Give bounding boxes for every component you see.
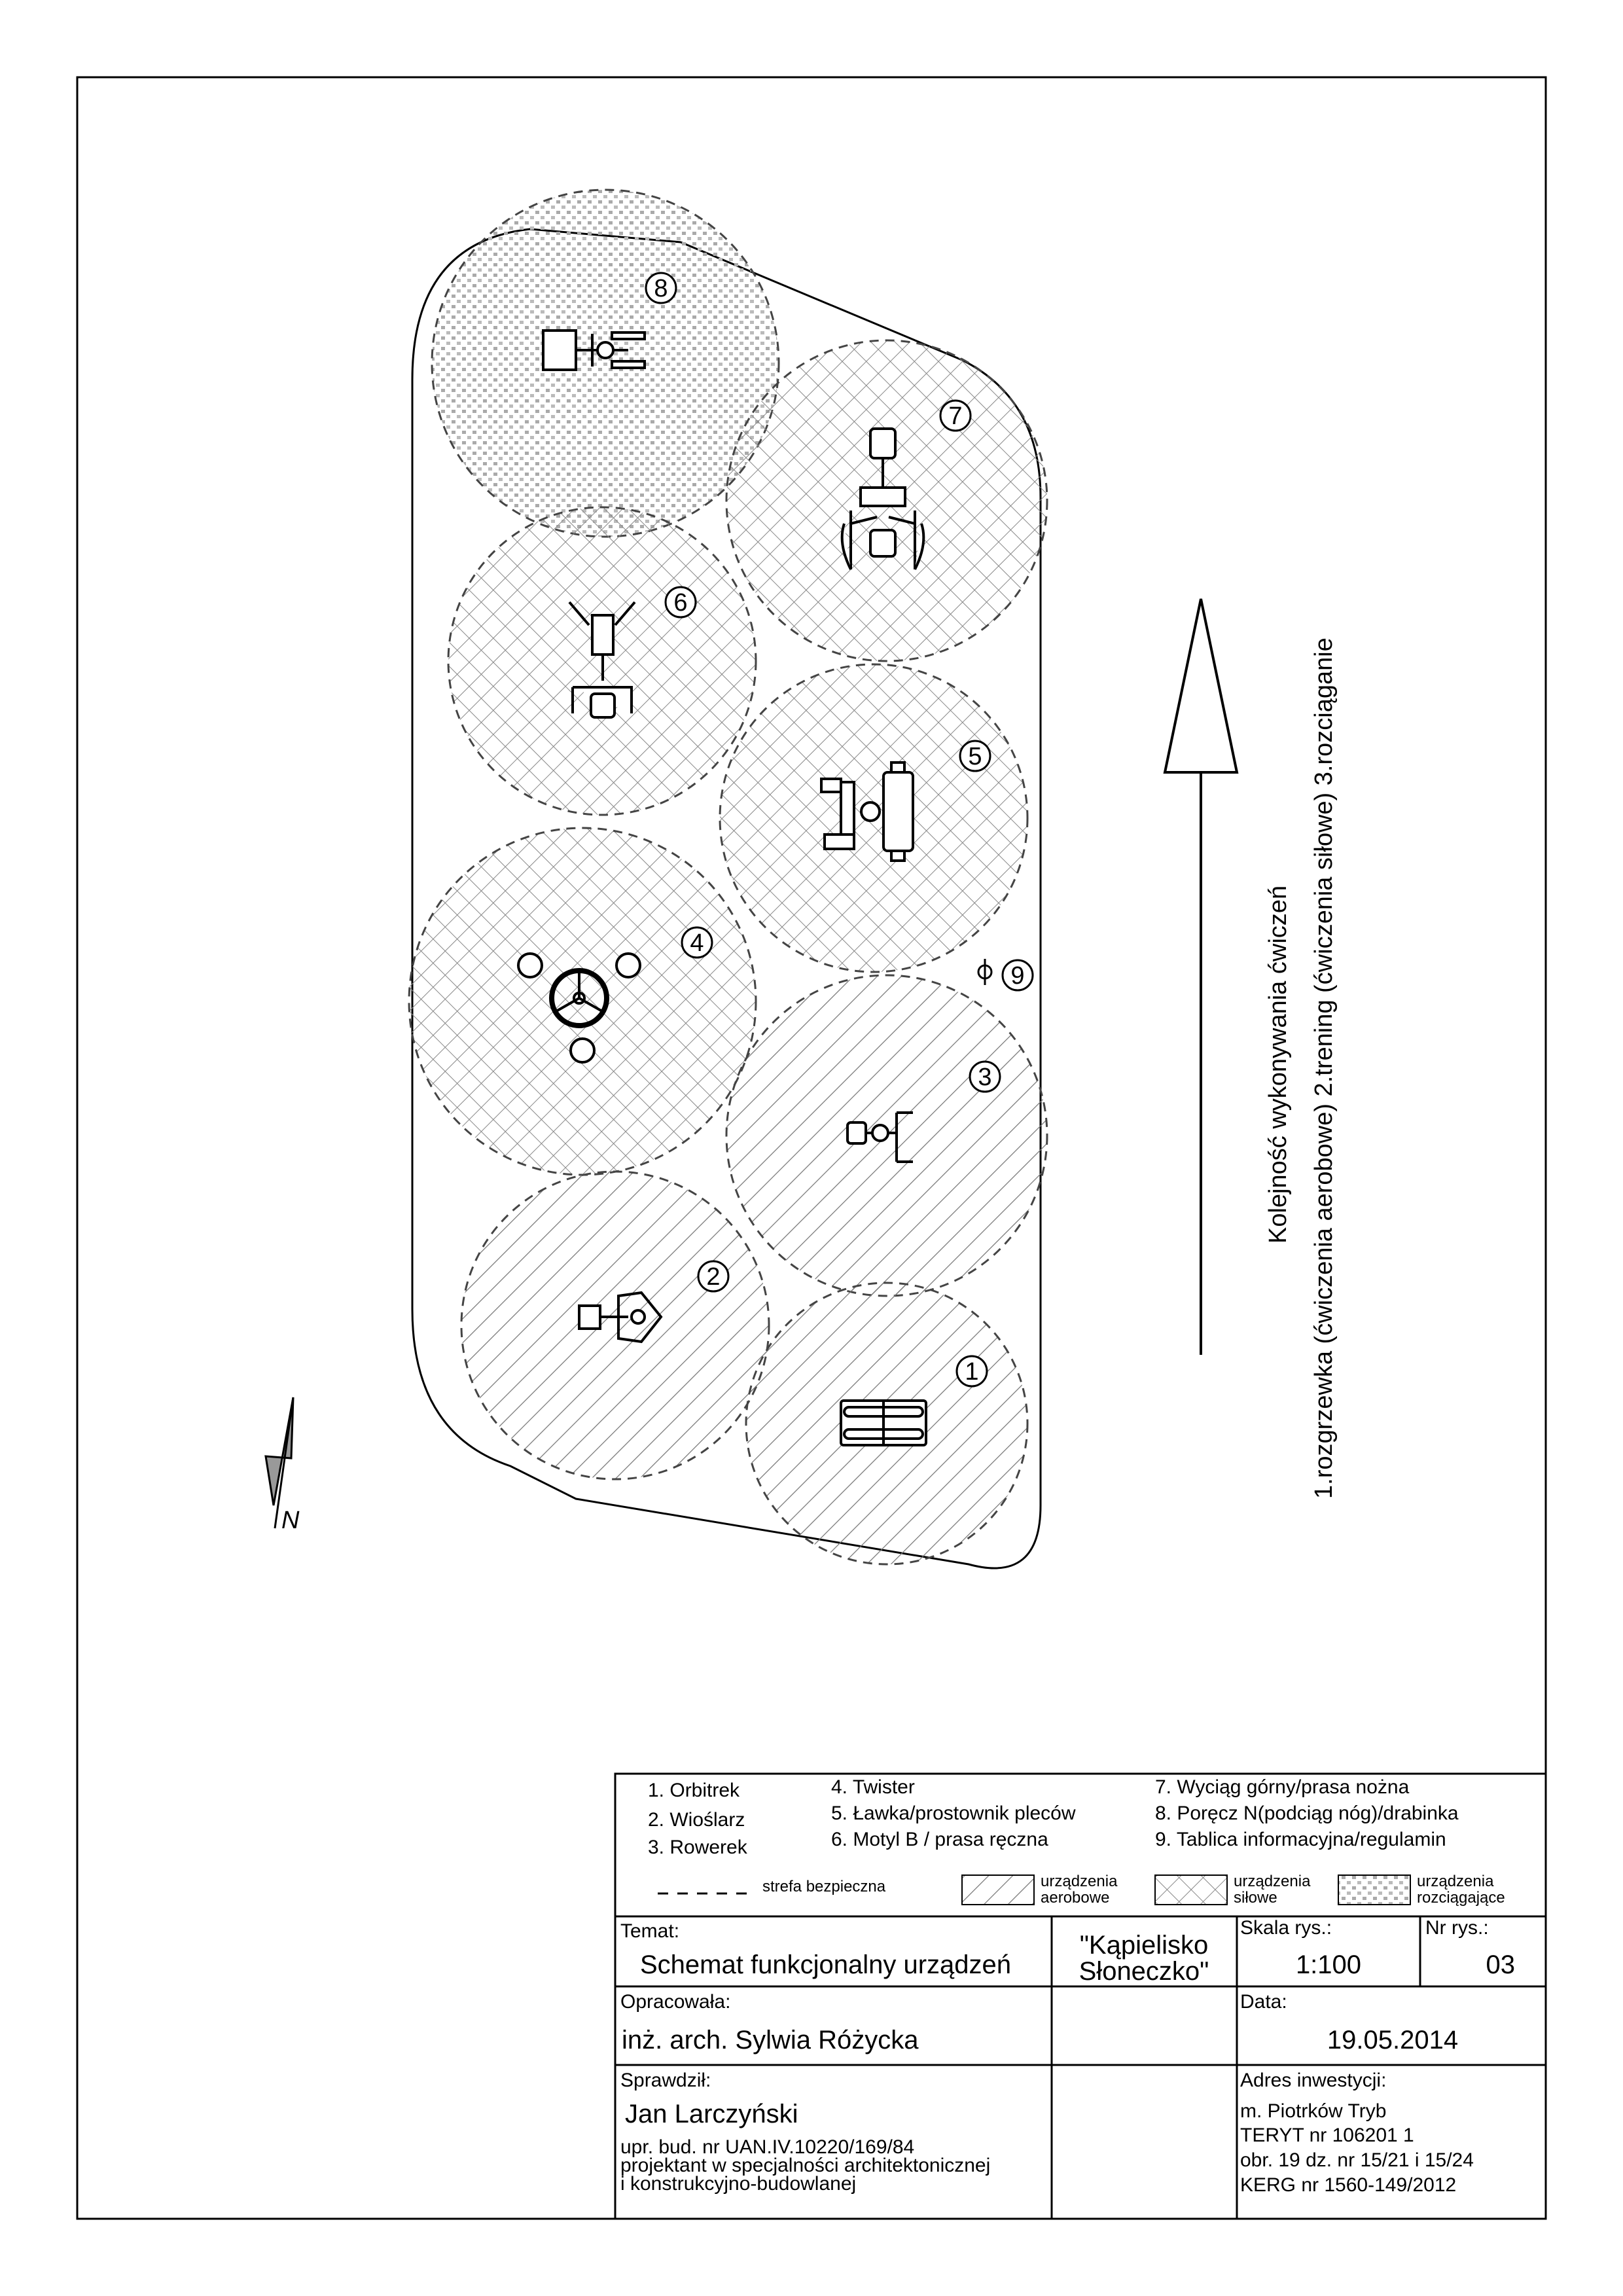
zone-1-marker: 1	[955, 1355, 988, 1388]
date-label: Data:	[1240, 1991, 1287, 2013]
svg-text:6: 6	[673, 589, 687, 617]
scale-value: 1:100	[1296, 1950, 1361, 1979]
address-line4: KERG nr 1560-149/2012	[1240, 2174, 1456, 2196]
legend-strength: urządzenia siłowe	[1154, 1873, 1311, 1907]
sequence-steps: 1.rozgrzewka (ćwiczenia aerobowe) 2.tren…	[1310, 637, 1338, 1499]
legend-stretching: urządzenia rozciągające	[1338, 1873, 1505, 1907]
equipment-1-icon	[840, 1399, 927, 1446]
zone-4-marker: 4	[681, 926, 713, 959]
checked-value: Jan Larczyński	[625, 2100, 798, 2128]
svg-text:rozciągające: rozciągające	[1417, 1889, 1505, 1907]
address-line1: m. Piotrków Tryb	[1240, 2100, 1386, 2122]
legend-safety-zone: strefa bezpieczna	[658, 1878, 886, 1895]
equipment-3-icon	[846, 1111, 913, 1163]
svg-text:aerobowe: aerobowe	[1041, 1889, 1109, 1907]
svg-text:1. Orbitrek: 1. Orbitrek	[648, 1780, 740, 1801]
svg-text:9. Tablica informacyjna/regula: 9. Tablica informacyjna/regulamin	[1155, 1829, 1446, 1850]
svg-text:3: 3	[978, 1064, 991, 1091]
svg-text:8. Poręcz N(podciąg nóg)/drabi: 8. Poręcz N(podciąg nóg)/drabinka	[1155, 1803, 1459, 1824]
drawing-no-label: Nr rys.:	[1425, 1917, 1489, 1939]
topic-value: Schemat funkcjonalny urządzeń	[640, 1950, 1011, 1979]
author-value: inż. arch. Sylwia Różycka	[622, 2026, 919, 2054]
checked-label: Sprawdził:	[620, 2070, 711, 2091]
zone-6-marker: 6	[664, 586, 697, 619]
author-label: Opracowała:	[620, 1991, 730, 2013]
address-line2: TERYT nr 106201 1	[1240, 2125, 1414, 2146]
equipment-5-icon	[820, 761, 914, 862]
north-label: N	[281, 1507, 300, 1534]
zone-5-marker: 5	[959, 740, 991, 772]
zone-8-marker: 8	[645, 272, 677, 304]
project-name-line1: "Kąpielisko	[1080, 1931, 1209, 1960]
equipment-2-icon	[578, 1291, 663, 1344]
date-value: 19.05.2014	[1327, 2026, 1458, 2054]
project-name-line2: Słoneczko"	[1079, 1957, 1209, 1986]
svg-text:4: 4	[690, 929, 704, 957]
north-arrow: N	[264, 1397, 300, 1534]
equipment-4-icon	[517, 952, 641, 1064]
svg-text:1: 1	[965, 1358, 978, 1386]
checked-line2: projektant w specjalności architektonicz…	[620, 2155, 990, 2176]
svg-text:6. Motyl B / prasa ręczna: 6. Motyl B / prasa ręczna	[831, 1829, 1048, 1850]
legend-aerobic: urządzenia aerobowe	[961, 1873, 1118, 1907]
zone-2-area	[460, 1170, 770, 1480]
svg-text:9: 9	[1010, 962, 1024, 990]
svg-text:5. Ławka/prostownik pleców: 5. Ławka/prostownik pleców	[831, 1803, 1076, 1824]
equipment-6-icon	[568, 601, 636, 719]
svg-text:2: 2	[706, 1263, 720, 1291]
drawing-no-value: 03	[1486, 1950, 1516, 1979]
topic-label: Temat:	[620, 1920, 679, 1942]
svg-text:urządzenia: urządzenia	[1234, 1873, 1311, 1890]
checked-line1: upr. bud. nr UAN.IV.10220/169/84	[620, 2136, 914, 2158]
svg-text:4. Twister: 4. Twister	[831, 1776, 915, 1798]
svg-text:urządzenia: urządzenia	[1041, 1873, 1118, 1890]
sequence-title: Kolejność wykonywania ćwiczeń	[1264, 886, 1292, 1244]
svg-text:strefa bezpieczna: strefa bezpieczna	[762, 1878, 886, 1895]
svg-text:urządzenia: urządzenia	[1417, 1873, 1494, 1890]
equipment-9-icon	[977, 959, 993, 985]
svg-text:5: 5	[968, 743, 982, 770]
svg-text:7. Wyciąg górny/prasa nożna: 7. Wyciąg górny/prasa nożna	[1155, 1776, 1410, 1798]
scale-label: Skala rys.:	[1240, 1917, 1332, 1939]
equipment-8-icon	[542, 329, 646, 371]
svg-text:siłowe: siłowe	[1234, 1889, 1277, 1907]
svg-text:7: 7	[948, 403, 962, 430]
zone-9-marker: 9	[1001, 959, 1034, 992]
sequence-arrow	[1163, 598, 1239, 1355]
checked-line3: i konstrukcyjno-budowlanej	[620, 2173, 856, 2195]
equipment-7-icon	[840, 427, 925, 570]
zone-7-marker: 7	[939, 399, 972, 432]
address-label: Adres inwestycji:	[1240, 2070, 1386, 2091]
address-line3: obr. 19 dz. nr 15/21 i 15/24	[1240, 2149, 1474, 2171]
svg-text:3. Rowerek: 3. Rowerek	[648, 1837, 748, 1858]
svg-text:2. Wioślarz: 2. Wioślarz	[648, 1809, 745, 1831]
svg-text:8: 8	[654, 275, 668, 302]
title-block	[614, 1772, 1547, 2220]
zone-2-marker: 2	[697, 1260, 730, 1293]
legend-equipment-list: 1. Orbitrek 2. Wioślarz 3. Rowerek 4. Tw…	[648, 1776, 1459, 1858]
zone-3-marker: 3	[969, 1060, 1001, 1093]
